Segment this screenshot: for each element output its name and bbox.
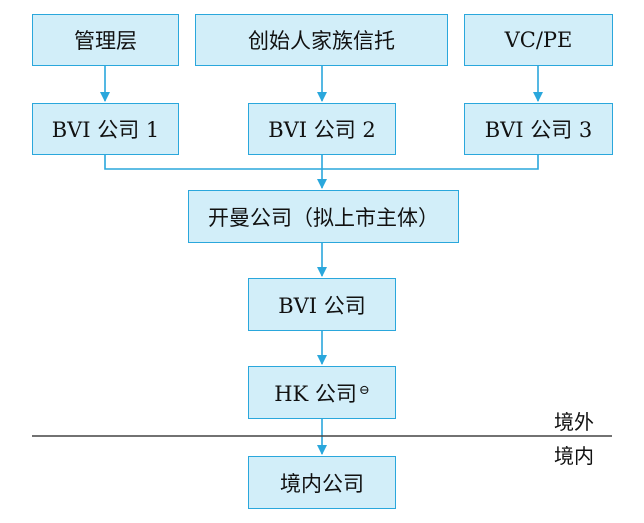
bvi-company-label: BVI 公司 [278, 293, 366, 318]
footnote-marker: ⊖ [358, 383, 370, 398]
vc-pe-label: VC/PE [504, 28, 573, 52]
onshore-region-label: 境内 [554, 444, 594, 468]
domestic-company-node: 境内公司 [248, 456, 396, 509]
cayman-company-label: 开曼公司（拟上市主体） [208, 205, 439, 230]
founder-trust-node: 创始人家族信托 [195, 14, 448, 66]
cayman-company-node: 开曼公司（拟上市主体） [188, 190, 459, 243]
offshore-region-label: 境外 [554, 410, 594, 434]
bvi-company-2-node: BVI 公司 2 [248, 103, 396, 155]
bvi-company-1-node: BVI 公司 1 [32, 103, 179, 155]
bvi-company-3-node: BVI 公司 3 [464, 103, 613, 155]
vc-pe-node: VC/PE [464, 14, 613, 66]
management-node: 管理层 [32, 14, 179, 66]
management-label: 管理层 [74, 29, 137, 53]
hk-company-node: HK 公司⊖ [248, 366, 396, 419]
bvi-company-3-label: BVI 公司 3 [484, 118, 593, 142]
bvi-company-2-label: BVI 公司 2 [268, 118, 376, 142]
hk-company-label: HK 公司 [274, 381, 357, 406]
founder-trust-label: 创始人家族信托 [248, 29, 395, 53]
bvi-company-1-label: BVI 公司 1 [51, 118, 160, 142]
bvi-company-node: BVI 公司 [248, 278, 396, 331]
domestic-company-label: 境内公司 [280, 471, 364, 496]
